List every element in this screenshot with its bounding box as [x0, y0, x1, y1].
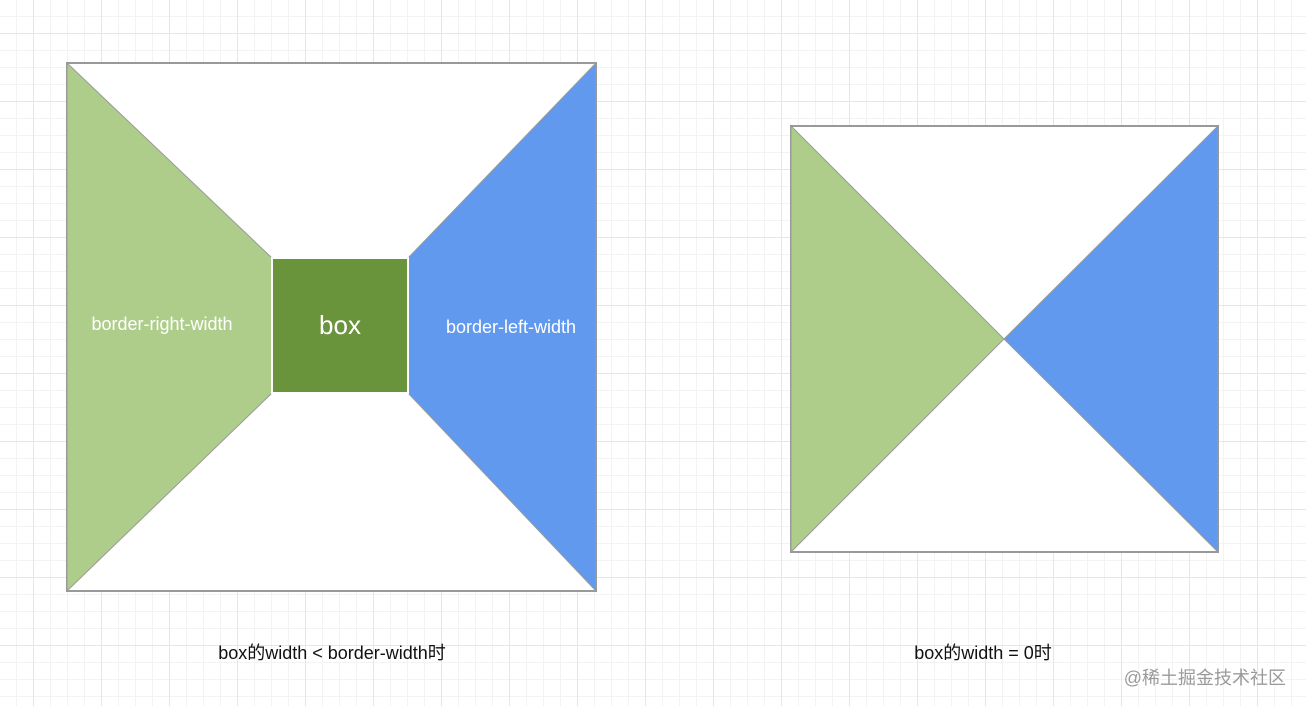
- right-caption: box的width = 0时: [914, 643, 1052, 663]
- right-diagram: [790, 124, 1219, 554]
- blue-triangle: [1003, 124, 1219, 554]
- green-triangle: [790, 124, 1005, 554]
- left-diagram: border-right-width box border-left-width: [66, 61, 597, 593]
- border-left-width-label: border-left-width: [446, 317, 576, 337]
- watermark: @稀土掘金技术社区: [1123, 668, 1286, 688]
- inner-box: [271, 257, 409, 394]
- left-caption: box的width < border-width时: [218, 643, 446, 663]
- box-label: box: [319, 310, 361, 340]
- border-right-width-label: border-right-width: [91, 314, 232, 334]
